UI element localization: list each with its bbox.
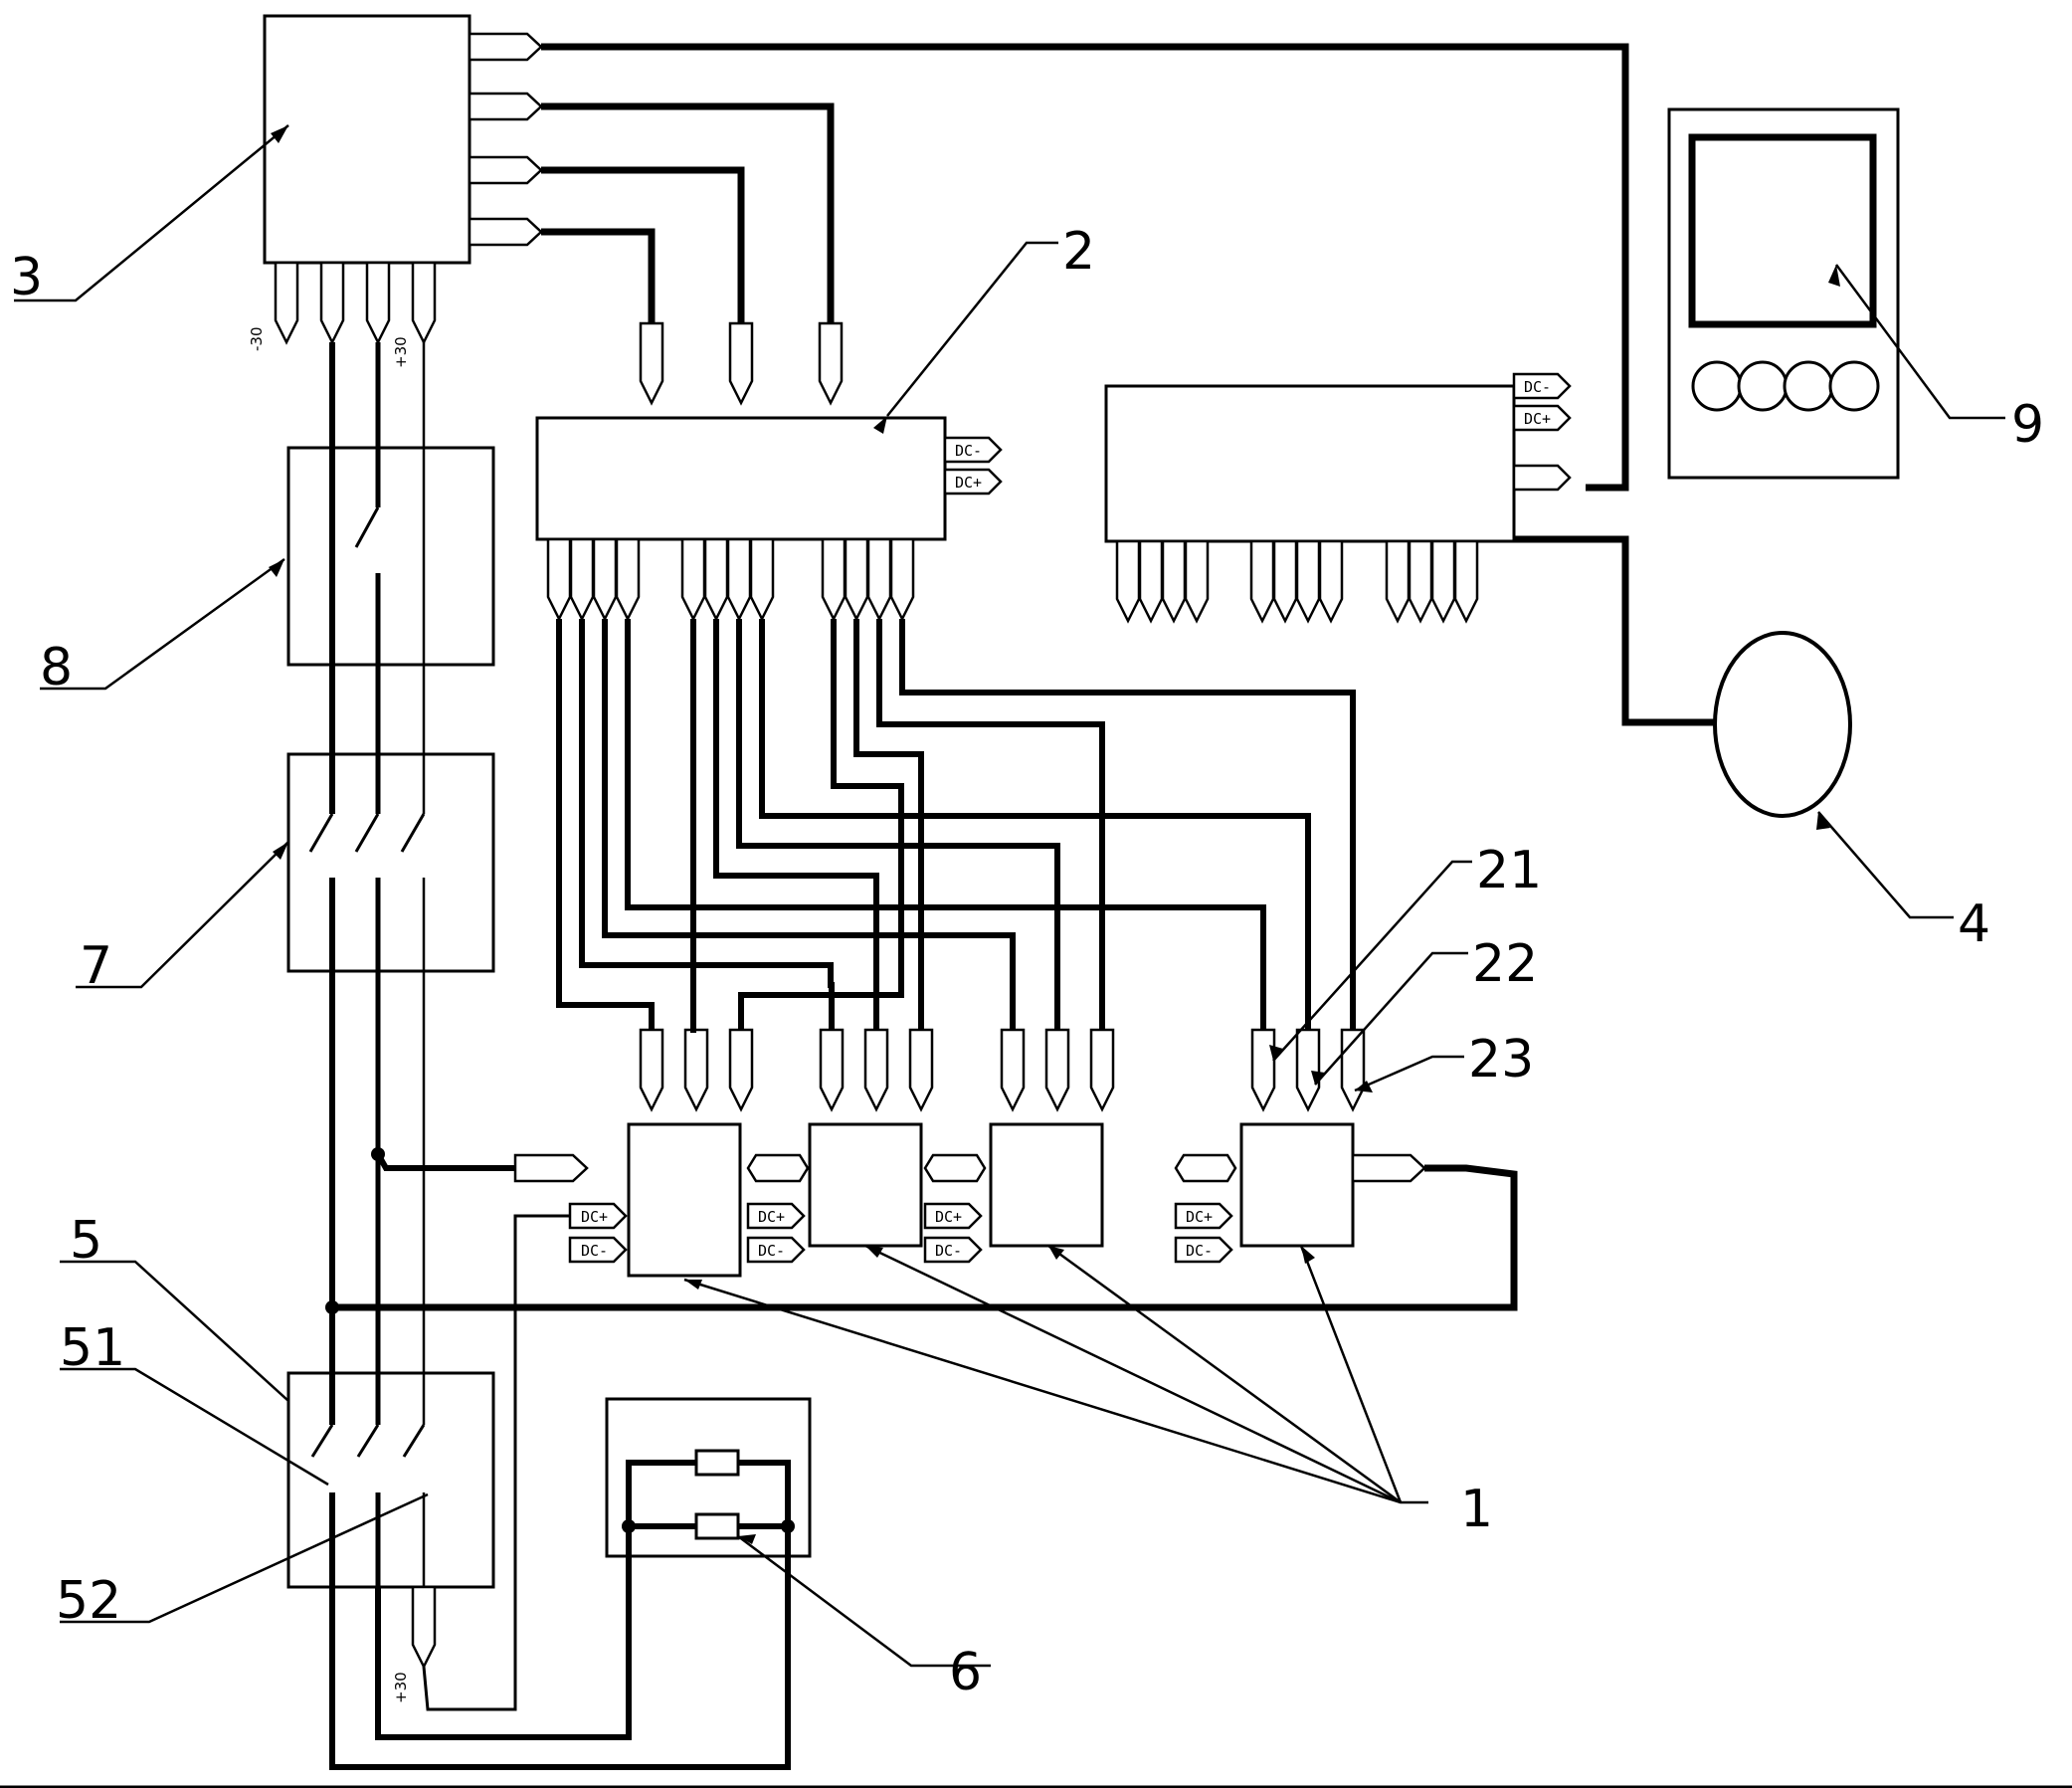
component-3-bottom-pins (274, 261, 437, 344)
module-b: DC+ DC- (746, 1028, 934, 1264)
controller-box-bottom-pins (1115, 539, 1479, 623)
controller-box: DC- DC+ (1104, 372, 1572, 623)
component-3: -30 +30 (248, 14, 543, 368)
label-5: 5 (70, 1211, 102, 1271)
junction-dot (371, 1147, 385, 1161)
label-52: 52 (56, 1571, 121, 1631)
left-bus-wires (329, 342, 426, 1373)
component-8 (286, 446, 495, 667)
label-21: 21 (1476, 841, 1542, 900)
label-7: 7 (80, 936, 112, 996)
label-51: 51 (60, 1318, 125, 1378)
knob-icon (1783, 360, 1834, 412)
component-2-dc-minus: DC- (955, 442, 982, 460)
leader-lines (14, 124, 2005, 1668)
module-c: DC+ DC- (923, 1028, 1115, 1264)
component-9 (1667, 107, 1900, 480)
component-6-wires (329, 1526, 791, 1770)
leader-arrowheads (269, 125, 1840, 1544)
module-c-dc-minus: DC- (935, 1242, 962, 1260)
component-6 (605, 1397, 812, 1558)
label-6: 6 (949, 1643, 982, 1702)
label-22: 22 (1472, 934, 1538, 994)
knob-icon (1828, 360, 1880, 412)
module-d-dc-plus: DC+ (1186, 1208, 1213, 1226)
component-4 (1713, 631, 1852, 818)
label-1: 1 (1460, 1480, 1493, 1539)
component-2: DC- DC+ (535, 321, 1003, 621)
pin-label-plus-30: +30 (392, 336, 410, 368)
module-a: DC+ DC- (513, 1028, 754, 1278)
component-7 (286, 752, 495, 973)
label-2: 2 (1062, 222, 1095, 282)
harness-wires (556, 619, 1356, 1033)
pin-label-minus-30: -30 (248, 327, 266, 352)
module-b-dc-plus: DC+ (758, 1208, 785, 1226)
component-5: +30 (286, 1371, 495, 1703)
module-c-dc-plus: DC+ (935, 1208, 962, 1226)
module-b-dc-minus: DC- (758, 1242, 785, 1260)
top-wires (541, 43, 1715, 726)
label-9: 9 (2011, 395, 2044, 455)
controller-dc-plus: DC+ (1524, 410, 1551, 428)
component-2-bottom-pins (546, 537, 915, 621)
controller-dc-minus: DC- (1524, 378, 1551, 396)
module-d-dc-minus: DC- (1186, 1242, 1213, 1260)
knob-icon (1737, 360, 1789, 412)
label-8: 8 (40, 638, 73, 697)
module-d: DC+ DC- (1174, 1028, 1426, 1264)
label-3: 3 (10, 248, 43, 307)
reference-labels: 3 2 9 8 4 7 21 22 23 5 51 1 52 6 (10, 222, 2044, 1702)
pin-label-plus-30-bottom: +30 (392, 1672, 410, 1703)
component-2-dc-plus: DC+ (955, 474, 982, 492)
module-a-dc-plus: DC+ (581, 1208, 608, 1226)
module-a-dc-minus: DC- (581, 1242, 608, 1260)
label-4: 4 (1958, 894, 1990, 954)
junction-dot (325, 1300, 339, 1314)
knob-icon (1691, 360, 1743, 412)
component-3-right-pins (468, 32, 543, 247)
label-23: 23 (1468, 1030, 1534, 1090)
